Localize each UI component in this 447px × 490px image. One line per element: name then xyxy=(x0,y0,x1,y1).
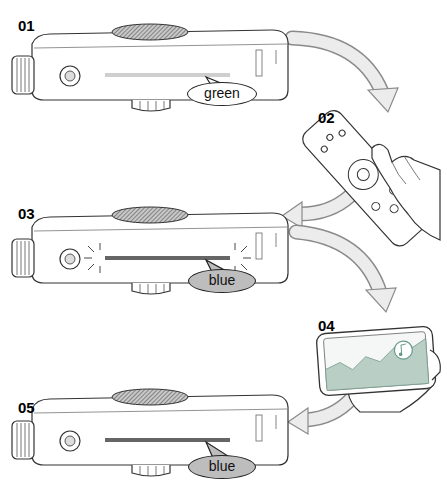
callout-text: blue xyxy=(209,459,235,474)
callout-bubble: green xyxy=(187,82,257,106)
light-bar xyxy=(105,438,230,442)
callout-bubble: blue xyxy=(188,455,256,479)
callout-text: green xyxy=(204,86,240,101)
device-state-1 xyxy=(12,24,288,111)
hand xyxy=(372,144,440,240)
callout-number: 01 xyxy=(18,18,35,33)
callout-number: 05 xyxy=(18,400,35,415)
callout-bubble: blue xyxy=(188,269,256,293)
light-bar xyxy=(105,256,230,260)
light-bar xyxy=(105,73,230,77)
callout-number: 03 xyxy=(18,206,35,221)
callout-text: blue xyxy=(209,273,235,288)
callout-number: 02 xyxy=(318,110,335,125)
smartphone xyxy=(316,326,436,396)
device-state-3 xyxy=(12,207,288,294)
callout-number: 04 xyxy=(318,318,335,333)
